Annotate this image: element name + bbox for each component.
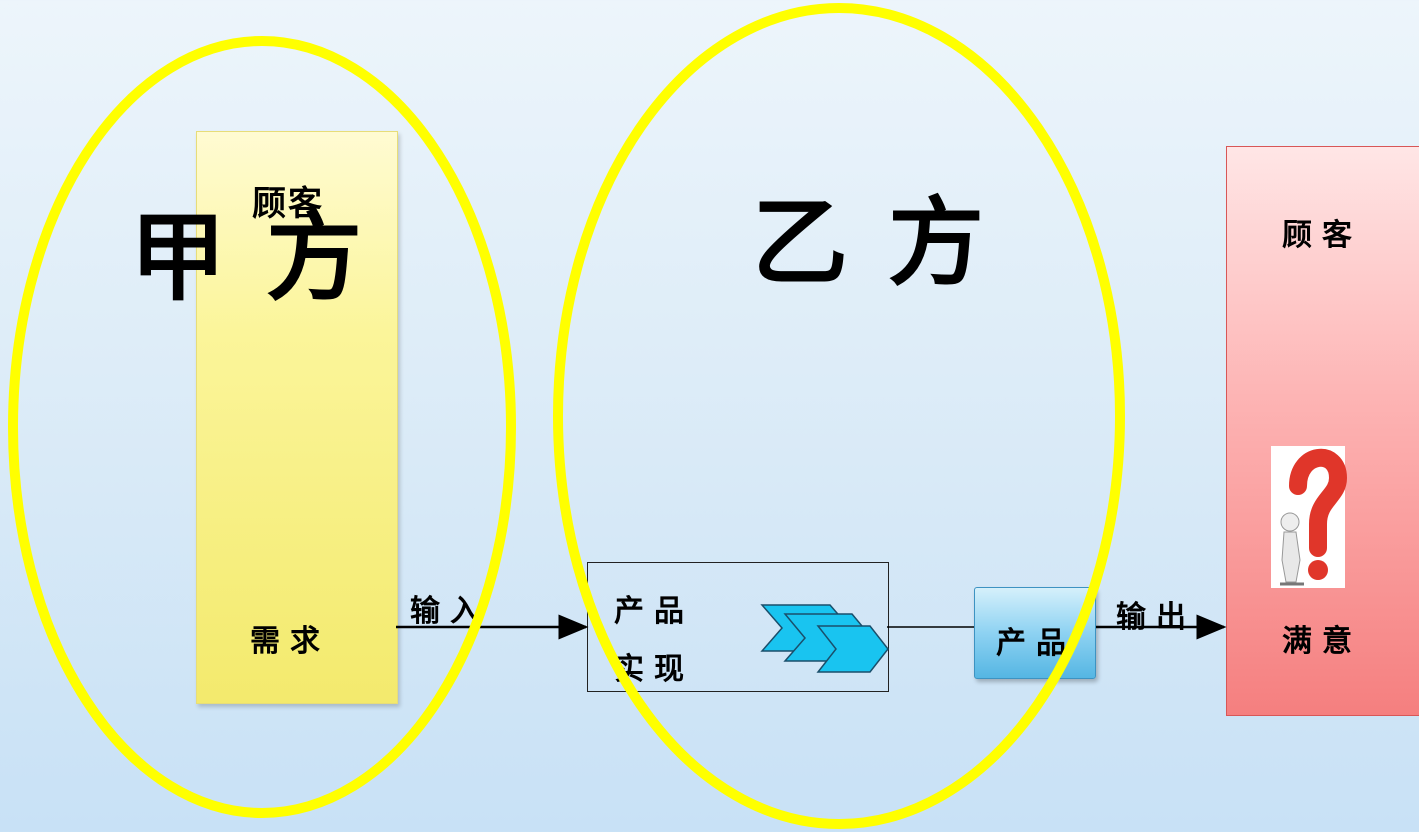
chevron-3	[816, 625, 889, 673]
party-a-title: 甲方	[130, 201, 402, 314]
customer-column	[1226, 146, 1419, 716]
process-chevrons	[760, 604, 889, 673]
party-a-column	[196, 131, 398, 704]
person-question-mark-icon	[1271, 446, 1348, 588]
satisfaction-label: 满意	[1282, 624, 1362, 659]
input-label: 输入	[410, 594, 490, 629]
party-b-ellipse	[553, 3, 1125, 829]
party-a-ellipse	[8, 36, 516, 818]
output-label: 输出	[1116, 600, 1196, 635]
party-a-customer-label: 顾客	[252, 184, 324, 224]
requirement-label: 需求	[250, 624, 330, 659]
implementation-label-line1: 产品	[614, 594, 694, 629]
party-b-title: 乙方	[752, 186, 1024, 299]
product-label: 产品	[996, 626, 1076, 661]
customer-label: 顾客	[1282, 218, 1362, 253]
